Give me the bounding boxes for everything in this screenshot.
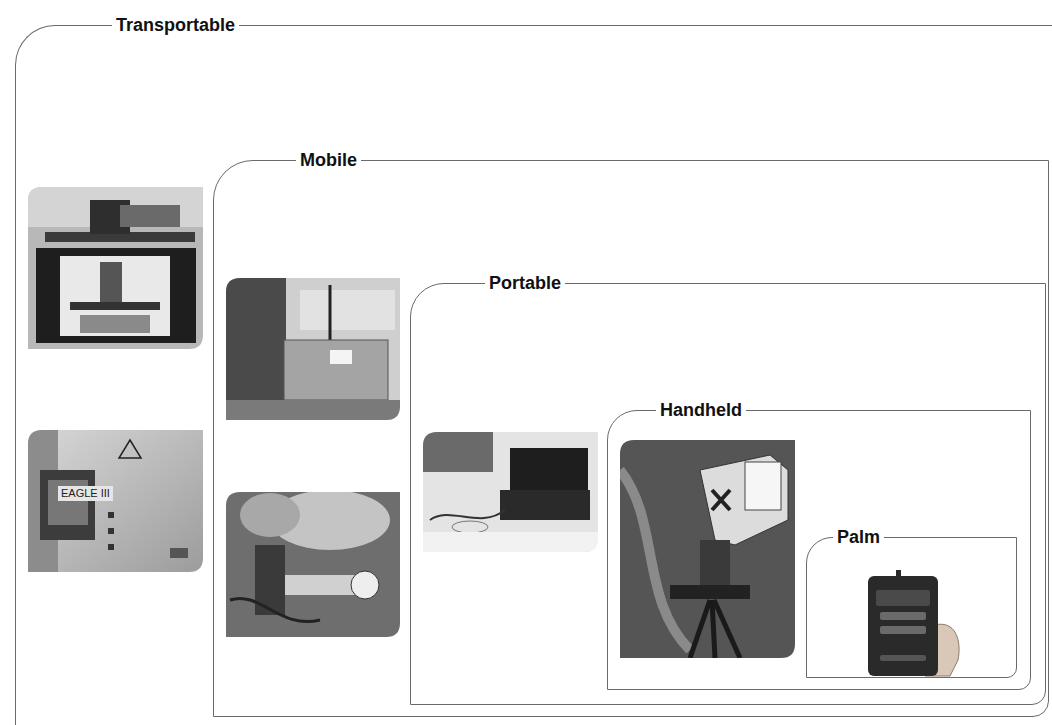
mobile-region: MobilePortableHandheldPalm [213, 160, 1049, 717]
portable-region: PortableHandheldPalm [410, 283, 1046, 705]
handheld-xrf-photo [620, 440, 795, 658]
transportable-region: TransportableMobilePortableHandheldPalm [15, 25, 1052, 725]
photo-label: EAGLE III [58, 486, 113, 501]
region-heading: Portable [485, 273, 565, 293]
portable-case-photo [423, 432, 598, 552]
region-heading: Transportable [112, 15, 239, 35]
region-heading: Mobile [296, 150, 361, 170]
xrf-cabinet-photo [28, 430, 203, 572]
region-heading: Palm [833, 527, 884, 547]
mobile-case-photo [226, 278, 400, 420]
palm-region: Palm [806, 537, 1017, 678]
palm-device-figure [868, 570, 959, 676]
mobile-scanner-photo [226, 490, 400, 637]
microscope-photo [28, 187, 203, 349]
region-heading: Handheld [656, 400, 746, 420]
handheld-region: HandheldPalm [607, 410, 1031, 690]
